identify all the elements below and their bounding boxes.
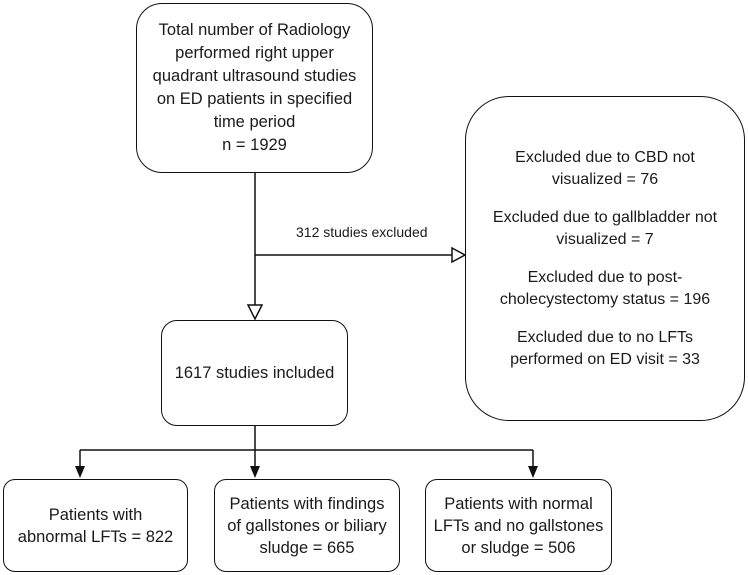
arrowhead-gallstones bbox=[250, 466, 260, 478]
hollow-arrowhead-included bbox=[246, 304, 264, 321]
outcome-line: of gallstones or biliary bbox=[227, 516, 387, 535]
total-box-count: n = 1929 bbox=[222, 136, 287, 154]
exclusion-line: cholecystectomy status = 196 bbox=[499, 290, 711, 308]
exclusion-line: performed on ED visit = 33 bbox=[510, 350, 700, 368]
outcome-line: LFTs and no gallstones bbox=[433, 516, 604, 535]
exclusion-line: Excluded due to CBD not bbox=[515, 148, 695, 166]
total-box-line: on ED patients in specified bbox=[156, 90, 353, 108]
outcome-line: or sludge = 506 bbox=[461, 538, 576, 557]
outcome-line: Patients with bbox=[48, 505, 143, 524]
exclusion-no-lfts: Excluded due to no LFTs performed on ED … bbox=[510, 327, 700, 371]
gallstones-sludge-box: Patients with findings of gallstones or … bbox=[214, 479, 400, 572]
outcome-line: sludge = 665 bbox=[259, 538, 355, 557]
outcome-line: Patients with normal bbox=[444, 494, 593, 513]
exclusion-cholecystectomy: Excluded due to post- cholecystectomy st… bbox=[500, 267, 710, 311]
total-box-line: time period bbox=[213, 113, 296, 131]
abnormal-lfts-box: Patients with abnormal LFTs = 822 bbox=[3, 479, 188, 572]
exclusion-reasons-box: Excluded due to CBD not visualized = 76 … bbox=[465, 96, 745, 421]
exclusion-line: Excluded due to no LFTs bbox=[516, 328, 694, 346]
exclusion-line: Excluded due to post- bbox=[527, 268, 683, 286]
excluded-count-label: 312 studies excluded bbox=[296, 224, 428, 240]
exclusion-line: visualized = 7 bbox=[556, 230, 654, 248]
exclusion-cbd: Excluded due to CBD not visualized = 76 bbox=[515, 147, 695, 191]
exclusion-line: Excluded due to gallbladder not bbox=[492, 208, 718, 226]
exclusion-gallbladder: Excluded due to gallbladder not visualiz… bbox=[493, 207, 717, 251]
outcome-line: Patients with findings bbox=[229, 494, 385, 513]
total-box-line: Total number of Radiology bbox=[158, 21, 351, 39]
total-studies-box: Total number of Radiology performed righ… bbox=[136, 3, 373, 173]
arrowhead-normal bbox=[528, 466, 538, 478]
total-box-line: quadrant ultrasound studies bbox=[152, 67, 357, 85]
outcome-line: abnormal LFTs = 822 bbox=[17, 527, 174, 546]
hollow-arrowhead-excluded bbox=[451, 246, 467, 264]
arrowhead-abnormal bbox=[75, 466, 85, 478]
included-box-text: 1617 studies included bbox=[174, 363, 335, 382]
exclusion-line: visualized = 76 bbox=[551, 170, 659, 188]
normal-lfts-box: Patients with normal LFTs and no gallsto… bbox=[425, 479, 612, 572]
total-box-line: performed right upper bbox=[175, 44, 334, 62]
included-studies-box: 1617 studies included bbox=[161, 320, 348, 426]
